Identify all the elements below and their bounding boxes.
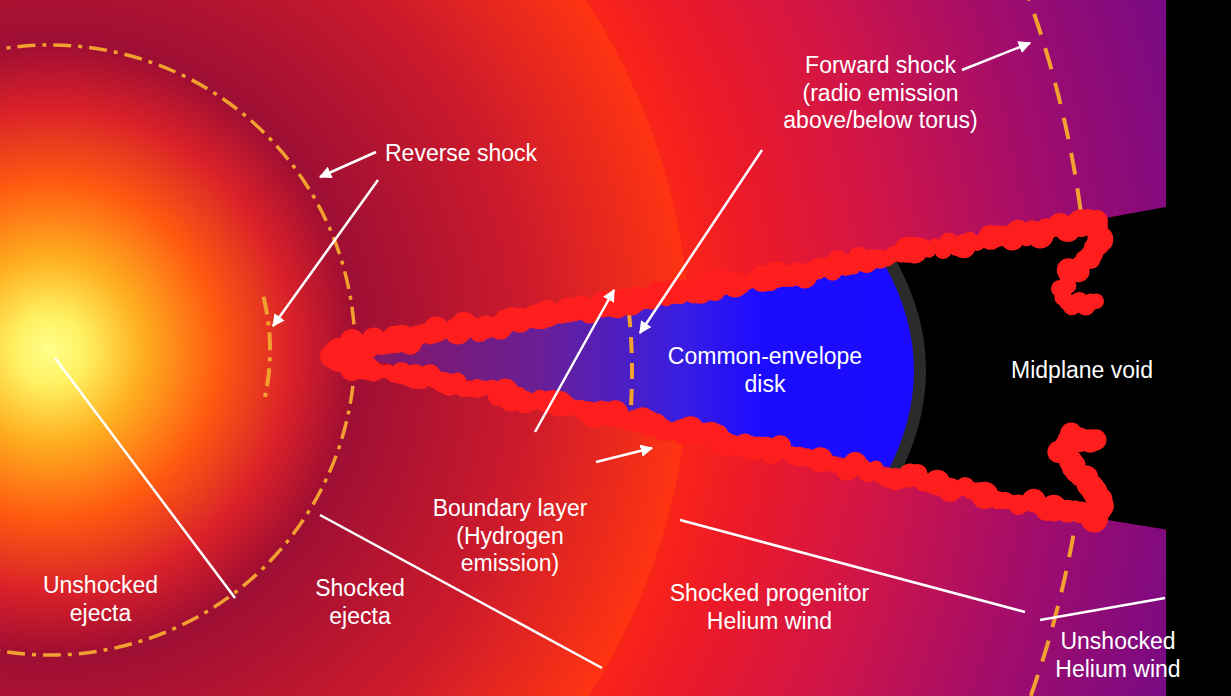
hydrogen-clump xyxy=(1085,429,1106,450)
void-region: Midplane void xyxy=(1004,351,1160,393)
midplane-void-shape xyxy=(890,195,1231,540)
forward-shock-arc xyxy=(1022,0,1084,240)
leader-arrow xyxy=(640,150,762,333)
leader-line xyxy=(1040,598,1165,620)
annotation-label: Boundary layer (Hydrogen emission) xyxy=(425,495,595,578)
annotation-label: Forward shock (radio emission above/belo… xyxy=(778,52,983,135)
leader-line xyxy=(55,358,235,598)
annotation-label: Reverse shock xyxy=(385,140,560,168)
region-label: Common-envelope disk xyxy=(660,343,870,398)
hydrogen-clump xyxy=(320,344,344,368)
boundary-layer-clumps xyxy=(320,209,1114,533)
leader-arrow xyxy=(596,448,652,462)
leader-arrow xyxy=(320,152,376,177)
hydrogen-clump xyxy=(340,329,364,353)
hydrogen-clump xyxy=(1088,293,1104,309)
annotation-label: Unshocked Helium wind xyxy=(1048,628,1188,683)
hydrogen-clump xyxy=(340,357,364,381)
annotation-label: Shocked ejecta xyxy=(305,575,415,630)
reverse-shock-arc xyxy=(263,297,270,403)
region-label: Midplane void xyxy=(1011,357,1153,385)
annotation-label: Shocked progenitor Helium wind xyxy=(662,580,877,635)
leader-lines xyxy=(55,43,1165,668)
disk-region: Common-envelope disk xyxy=(653,337,877,407)
leader-arrow xyxy=(962,43,1030,70)
leader-arrow xyxy=(535,290,614,432)
void-fringe xyxy=(890,262,920,480)
leader-arrow xyxy=(273,180,378,326)
unshocked-ejecta-core xyxy=(0,45,355,655)
annotation-label: Unshocked ejecta xyxy=(38,572,163,627)
